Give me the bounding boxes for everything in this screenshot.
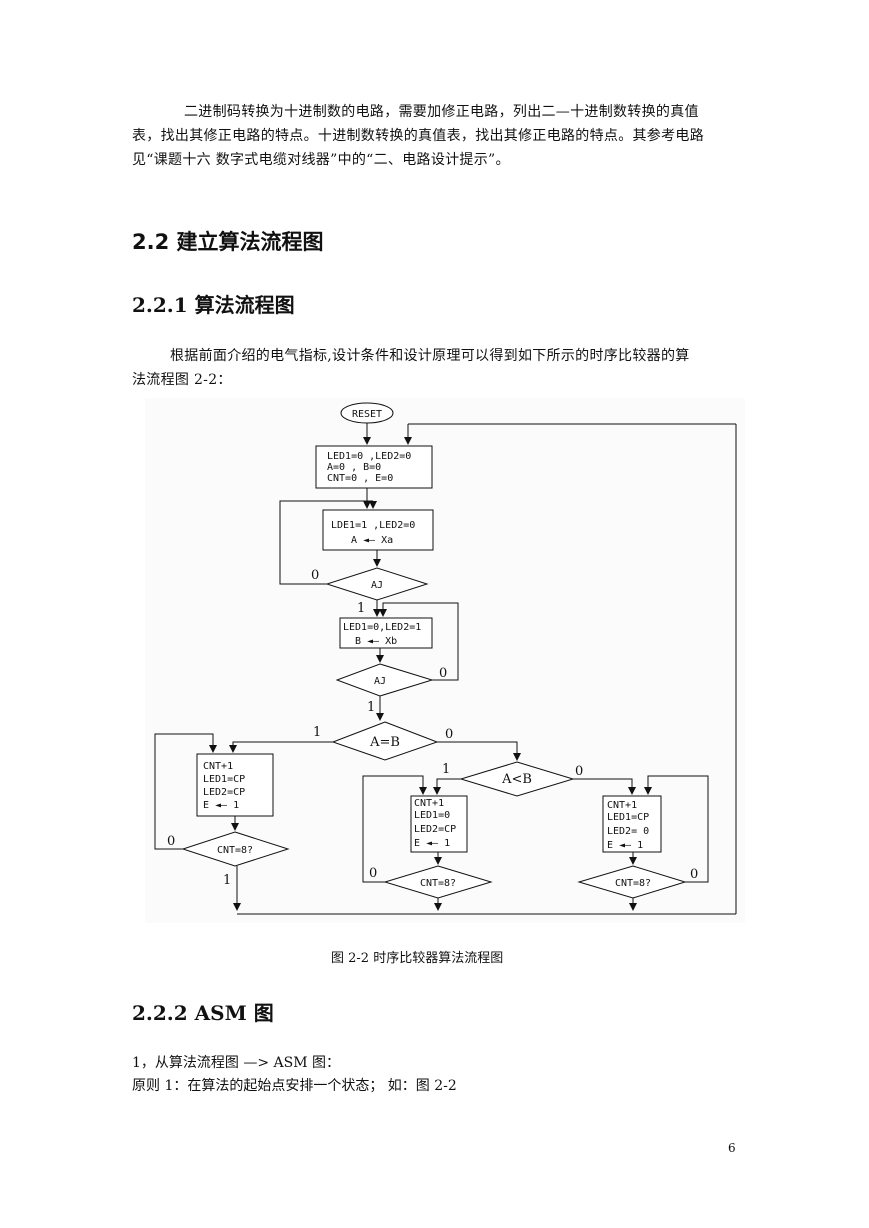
lt-box-line-2: LED1=0	[414, 810, 450, 821]
reset-label: RESET	[352, 409, 382, 420]
less-decision	[459, 761, 575, 797]
greater-box	[602, 795, 662, 853]
aj1-label: AJ	[371, 580, 383, 591]
intro-line-1: 二进制码转换为十进制数的电路，需要加修正电路，列出二—十进制数转换的真值	[184, 104, 699, 120]
equal-one-label: 1	[313, 725, 321, 740]
gt-box-line-3: LED2= 0	[607, 826, 649, 837]
eq-box-line-2: LED1=CP	[203, 774, 245, 785]
equal-label: A=B	[369, 735, 400, 750]
cnt-left-zero-label: 0	[167, 834, 175, 849]
lt-box-line-1: CNT+1	[414, 798, 444, 809]
less-one-label: 1	[442, 762, 450, 777]
load-a-line-2: A ◄— Xa	[351, 535, 393, 546]
subsection-heading: 2.2.1 算法流程图	[132, 293, 295, 317]
load-b-box	[339, 617, 433, 649]
less-box	[410, 795, 468, 853]
gt-box-line-4: E ◄— 1	[607, 840, 643, 851]
cnt-right-label: CNT=8?	[615, 878, 651, 889]
eq-box-line-3: LED2=CP	[203, 787, 245, 798]
load-a-line-1: LDE1=1 ,LED2=0	[331, 520, 415, 531]
aj1-zero-label: 0	[311, 568, 319, 583]
aj1-one-label: 1	[357, 601, 365, 616]
flow-line-2: 法流程图 2-2：	[132, 372, 232, 388]
cnt-mid-label: CNT=8?	[420, 878, 456, 889]
cnt-mid-zero-label: 0	[369, 866, 377, 881]
cnt-left-one-label: 1	[223, 873, 231, 888]
eq-box-line-1: CNT+1	[203, 761, 233, 772]
asm-line-2: 原则 1：在算法的起始点安排一个状态； 如：图 2-2	[132, 1078, 457, 1094]
load-b-line-2: B ◄— Xb	[355, 636, 397, 647]
flow-line-1: 根据前面介绍的电气指标,设计条件和设计原理可以得到如下所示的时序比较器的算	[170, 348, 690, 364]
cnt-right-zero-label: 0	[690, 867, 698, 882]
aj2-zero-label: 0	[439, 666, 447, 681]
intro-line-3: 见“课题十六 数字式电缆对线器”中的“二、电路设计提示”。	[132, 152, 510, 168]
aj2-label: AJ	[374, 676, 386, 687]
equal-box	[196, 753, 274, 817]
lt-box-line-3: LED2=CP	[414, 824, 456, 835]
figure-caption: 图 2-2 时序比较器算法流程图	[331, 951, 504, 966]
load-a-box	[322, 509, 434, 551]
intro-paragraph: 二进制码转换为十进制数的电路，需要加修正电路，列出二—十进制数转换的真值 表，找…	[132, 100, 742, 172]
equal-zero-label: 0	[445, 727, 453, 742]
aj2-one-label: 1	[367, 700, 375, 715]
init-line-1: LED1=0 ,LED2=0	[327, 451, 411, 462]
asm-heading: 2.2.2 ASM 图	[132, 1001, 274, 1025]
cnt-left-decision	[181, 831, 290, 867]
section-heading: 2.2 建立算法流程图	[132, 230, 324, 254]
less-label: A<B	[501, 772, 532, 787]
asm-line-1: 1，从算法流程图 —> ASM 图：	[132, 1055, 341, 1071]
page-number: 6	[728, 1141, 736, 1155]
eq-box-line-4: E ◄— 1	[203, 800, 239, 811]
less-zero-label: 0	[575, 764, 583, 779]
init-line-3: CNT=0 , E=0	[327, 473, 393, 484]
cnt-left-label: CNT=8?	[217, 845, 253, 856]
algorithm-flowchart: RESET LED1=0 ,LED2=0 A=0 , B=0 CNT=0 , E…	[145, 398, 745, 923]
equal-decision	[331, 721, 439, 761]
load-b-line-1: LED1=0,LED2=1	[343, 622, 421, 633]
intro-line-2: 表，找出其修正电路的特点。十进制数转换的真值表，找出其修正电路的特点。其参考电路	[132, 128, 704, 144]
init-line-2: A=0 , B=0	[327, 462, 381, 473]
lt-box-line-4: E ◄— 1	[414, 838, 450, 849]
gt-box-line-1: CNT+1	[607, 800, 637, 811]
flow-paragraph: 根据前面介绍的电气指标,设计条件和设计原理可以得到如下所示的时序比较器的算 法流…	[132, 344, 742, 392]
init-box	[315, 445, 433, 489]
gt-box-line-2: LED1=CP	[607, 812, 649, 823]
